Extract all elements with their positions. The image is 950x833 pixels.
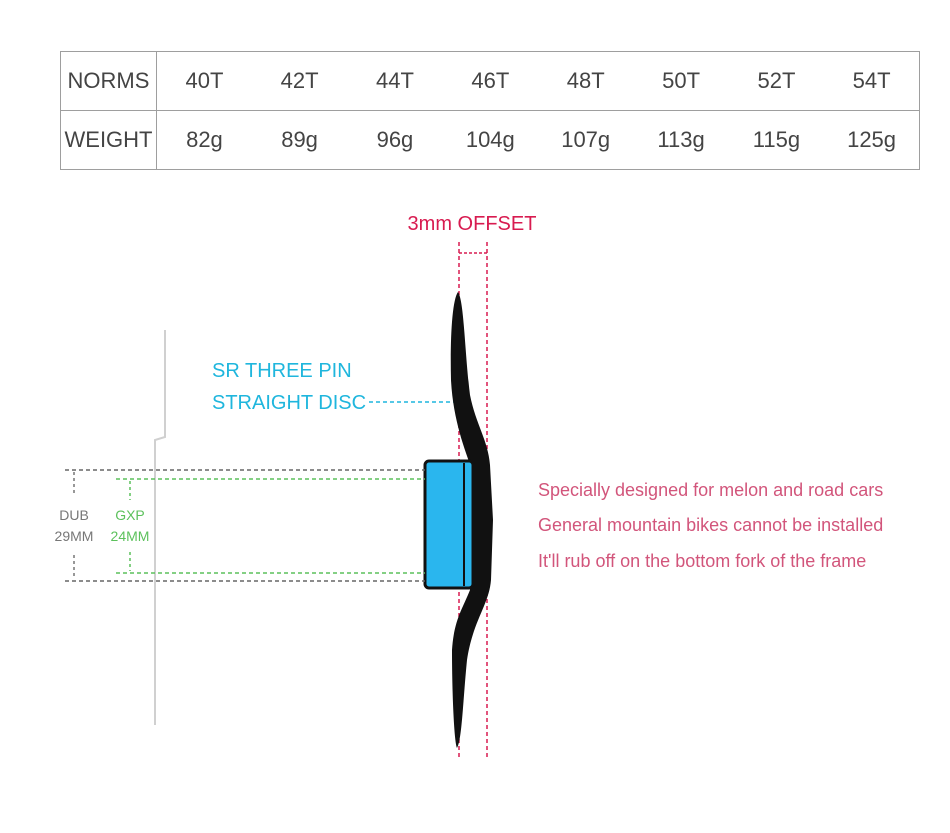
note-line-1: Specially designed for melon and road ca…: [538, 480, 883, 500]
gxp-size: 24MM: [111, 528, 150, 544]
weight-cell: 82g: [156, 110, 252, 170]
note-line-2: General mountain bikes cannot be install…: [538, 515, 883, 535]
norms-cell: 54T: [824, 51, 921, 111]
disc-label-line2: STRAIGHT DISC: [212, 392, 366, 414]
weight-cell: 89g: [251, 110, 348, 170]
weight-row: WEIGHT 82g 89g 96g 104g 107g 113g 115g 1…: [60, 110, 921, 170]
weight-cell: 115g: [728, 110, 825, 170]
offset-label: 3mm OFFSET: [408, 213, 537, 235]
spec-table: NORMS 40T 42T 44T 46T 48T 50T 52T 54T WE…: [60, 51, 921, 170]
hub-body: [423, 459, 475, 590]
disc-label-line1: SR THREE PIN: [212, 360, 352, 382]
weight-header: WEIGHT: [60, 110, 157, 170]
gxp-label: GXP: [115, 507, 145, 523]
norms-cell: 46T: [442, 51, 538, 111]
weight-cell: 107g: [538, 110, 634, 170]
norms-cell: 40T: [156, 51, 252, 111]
norms-cell: 48T: [538, 51, 634, 111]
dub-label: DUB: [59, 507, 89, 523]
weight-cell: 125g: [824, 110, 921, 170]
note-line-3: It'll rub off on the bottom fork of the …: [538, 551, 866, 571]
norms-row: NORMS 40T 42T 44T 46T 48T 50T 52T 54T: [60, 51, 921, 111]
norms-cell: 50T: [633, 51, 729, 111]
weight-cell: 104g: [442, 110, 538, 170]
norms-cell: 42T: [251, 51, 348, 111]
norms-header: NORMS: [60, 51, 157, 111]
norms-cell: 52T: [728, 51, 825, 111]
dub-size: 29MM: [55, 528, 94, 544]
frame-outline: [154, 330, 166, 725]
norms-cell: 44T: [347, 51, 443, 111]
weight-cell: 113g: [633, 110, 729, 170]
weight-cell: 96g: [347, 110, 443, 170]
